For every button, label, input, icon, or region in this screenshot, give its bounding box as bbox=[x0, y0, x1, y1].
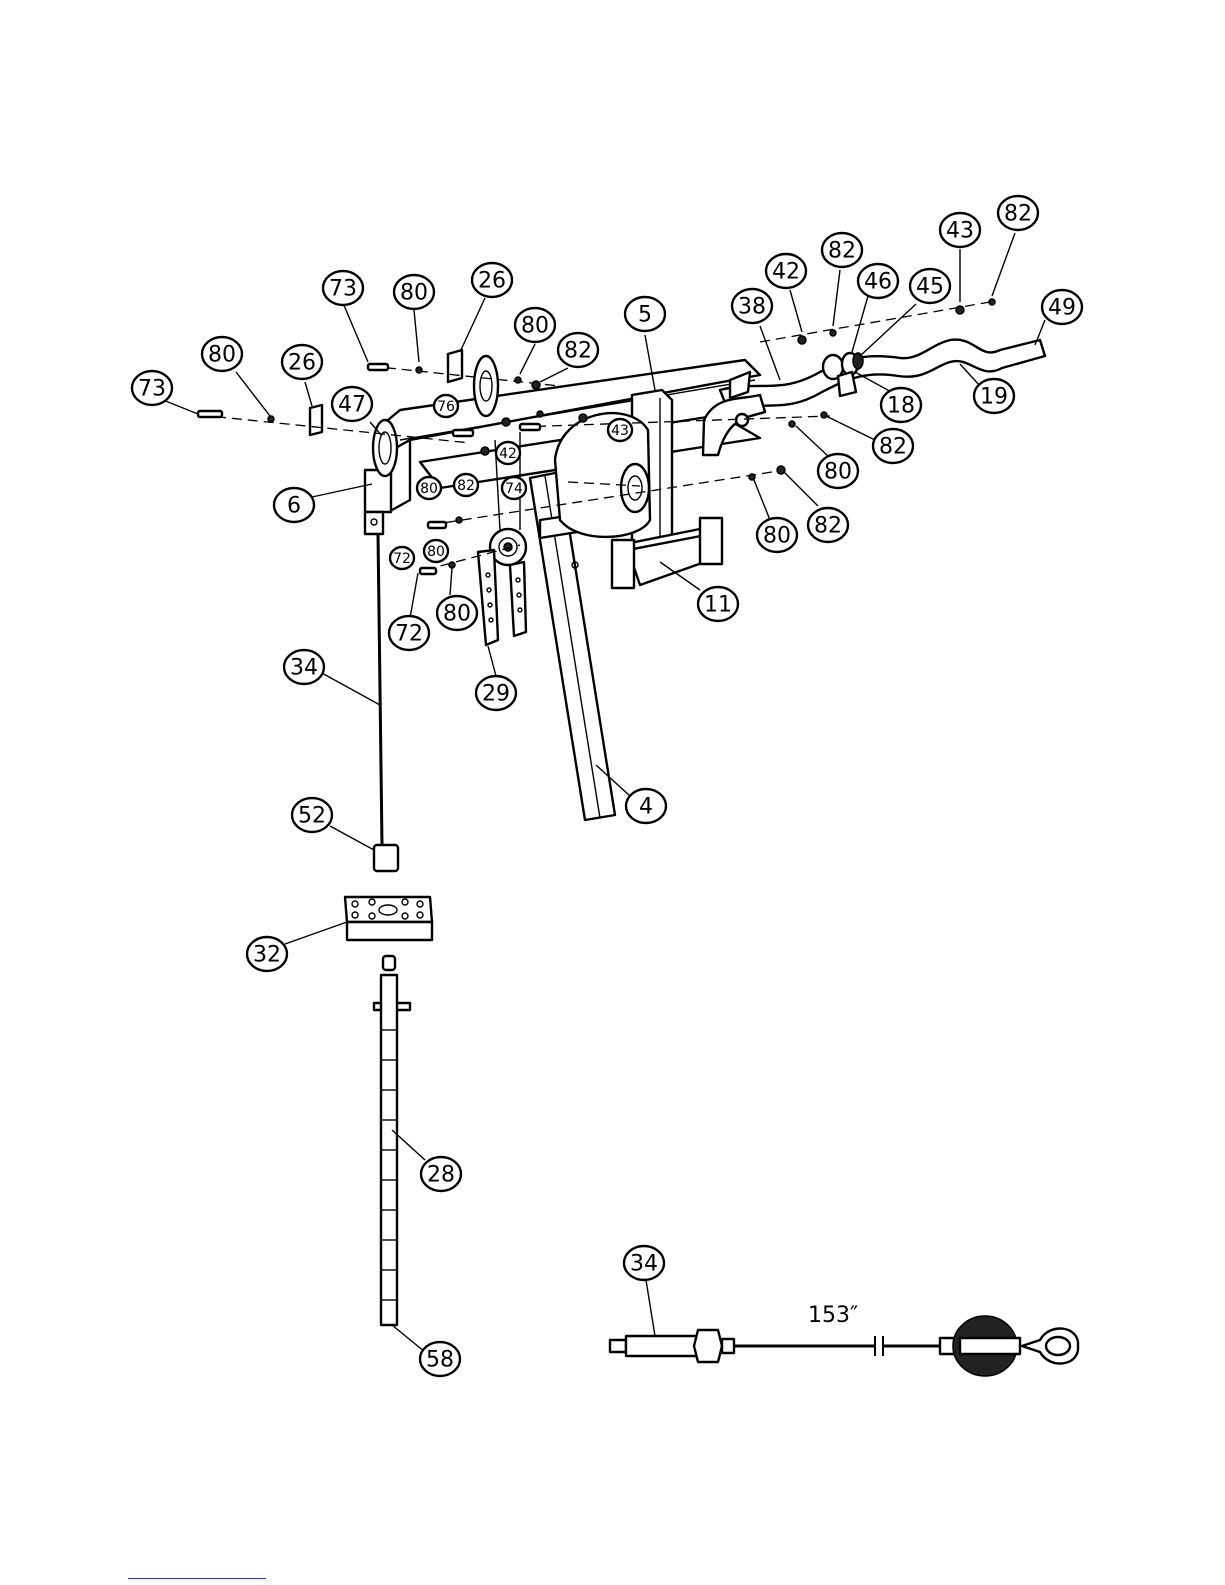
footer-rule bbox=[128, 1578, 266, 1579]
svg-text:74: 74 bbox=[505, 481, 523, 497]
callout-45: 45 bbox=[910, 269, 950, 303]
svg-text:73: 73 bbox=[138, 377, 166, 402]
callout-80-arm: 80 bbox=[818, 454, 858, 488]
callout-82-base: 82 bbox=[808, 508, 848, 542]
callout-82-small: 82 bbox=[454, 474, 478, 496]
cable-34-vertical bbox=[378, 534, 382, 845]
callout-11: 11 bbox=[698, 587, 738, 621]
callout-34-cable: 34 bbox=[284, 650, 324, 684]
callout-72: 72 bbox=[389, 616, 429, 650]
svg-text:82: 82 bbox=[1004, 202, 1032, 227]
svg-text:43: 43 bbox=[611, 423, 629, 439]
upper-pulley-47 bbox=[474, 356, 498, 416]
callout-74: 74 bbox=[502, 477, 526, 499]
callout-5: 5 bbox=[625, 297, 665, 331]
callout-80-small: 80 bbox=[417, 477, 441, 499]
svg-text:82: 82 bbox=[814, 514, 842, 539]
svg-text:72: 72 bbox=[393, 551, 411, 567]
callout-80-base: 80 bbox=[757, 518, 797, 552]
cable-stop-52 bbox=[374, 845, 398, 871]
callout-73-top: 73 bbox=[323, 271, 363, 305]
svg-text:72: 72 bbox=[395, 622, 423, 647]
svg-text:19: 19 bbox=[980, 385, 1008, 410]
callout-52: 52 bbox=[292, 798, 332, 832]
cam-pulley bbox=[555, 413, 650, 537]
callout-76: 76 bbox=[434, 395, 458, 417]
svg-text:6: 6 bbox=[287, 494, 301, 519]
callout-80-mid: 80 bbox=[515, 308, 555, 342]
svg-text:80: 80 bbox=[824, 460, 852, 485]
svg-text:29: 29 bbox=[482, 682, 510, 707]
callout-28: 28 bbox=[421, 1157, 461, 1191]
svg-text:26: 26 bbox=[478, 269, 506, 294]
callout-19: 19 bbox=[974, 379, 1014, 413]
callout-82-right: 82 bbox=[822, 233, 862, 267]
svg-text:42: 42 bbox=[772, 260, 800, 285]
svg-text:32: 32 bbox=[253, 943, 281, 968]
svg-text:82: 82 bbox=[564, 339, 592, 364]
callout-42-mid: 42 bbox=[496, 442, 520, 464]
callout-82-mid: 82 bbox=[558, 333, 598, 367]
svg-text:82: 82 bbox=[879, 435, 907, 460]
callout-29: 29 bbox=[476, 676, 516, 710]
callout-73-left: 73 bbox=[132, 371, 172, 405]
svg-text:82: 82 bbox=[457, 478, 475, 494]
callout-49: 49 bbox=[1042, 290, 1082, 324]
callout-82-far-right: 82 bbox=[998, 196, 1038, 230]
svg-text:43: 43 bbox=[946, 219, 974, 244]
svg-text:34: 34 bbox=[630, 1252, 658, 1277]
svg-text:80: 80 bbox=[400, 281, 428, 306]
cable-length-label: 153″ bbox=[808, 1303, 858, 1328]
callout-80-lower: 80 bbox=[437, 596, 477, 630]
callout-32: 32 bbox=[247, 937, 287, 971]
callout-46: 46 bbox=[858, 264, 898, 298]
svg-text:5: 5 bbox=[638, 303, 652, 328]
svg-text:18: 18 bbox=[887, 394, 915, 419]
svg-text:80: 80 bbox=[427, 544, 445, 560]
svg-text:80: 80 bbox=[443, 602, 471, 627]
callout-38: 38 bbox=[732, 289, 772, 323]
selector-rod-28 bbox=[374, 956, 410, 1325]
svg-text:45: 45 bbox=[916, 275, 944, 300]
callout-26-left: 26 bbox=[282, 345, 322, 379]
cable-detail-drawing: 153″ bbox=[610, 1303, 1078, 1376]
svg-text:42: 42 bbox=[499, 446, 517, 462]
callout-80-left: 80 bbox=[202, 337, 242, 371]
svg-text:28: 28 bbox=[427, 1163, 455, 1188]
callout-26-top: 26 bbox=[472, 263, 512, 297]
svg-text:11: 11 bbox=[704, 593, 732, 618]
callout-58: 58 bbox=[420, 1342, 460, 1376]
callout-80-small-2: 80 bbox=[424, 540, 448, 562]
svg-text:80: 80 bbox=[763, 524, 791, 549]
callout-34-detail: 34 bbox=[624, 1246, 664, 1280]
svg-text:26: 26 bbox=[288, 351, 316, 376]
callout-47: 47 bbox=[332, 387, 372, 421]
callout-82-arm: 82 bbox=[873, 429, 913, 463]
callout-80-top: 80 bbox=[394, 275, 434, 309]
svg-text:80: 80 bbox=[521, 314, 549, 339]
callout-6: 6 bbox=[274, 488, 314, 522]
svg-text:46: 46 bbox=[864, 270, 892, 295]
svg-text:52: 52 bbox=[298, 804, 326, 829]
svg-text:58: 58 bbox=[426, 1348, 454, 1373]
svg-text:4: 4 bbox=[639, 795, 653, 820]
svg-text:82: 82 bbox=[828, 239, 856, 264]
callout-72-small: 72 bbox=[390, 547, 414, 569]
callout-18: 18 bbox=[881, 388, 921, 422]
callout-4: 4 bbox=[626, 789, 666, 823]
svg-text:80: 80 bbox=[208, 343, 236, 368]
svg-text:38: 38 bbox=[738, 295, 766, 320]
svg-text:80: 80 bbox=[420, 481, 438, 497]
weight-plate-32 bbox=[345, 897, 432, 940]
callout-43-mid: 43 bbox=[608, 419, 632, 441]
svg-text:49: 49 bbox=[1048, 296, 1076, 321]
svg-text:47: 47 bbox=[338, 393, 366, 418]
svg-text:34: 34 bbox=[290, 656, 318, 681]
callout-42-right: 42 bbox=[766, 254, 806, 288]
svg-text:73: 73 bbox=[329, 277, 357, 302]
svg-text:76: 76 bbox=[437, 399, 455, 415]
callout-43-right: 43 bbox=[940, 213, 980, 247]
